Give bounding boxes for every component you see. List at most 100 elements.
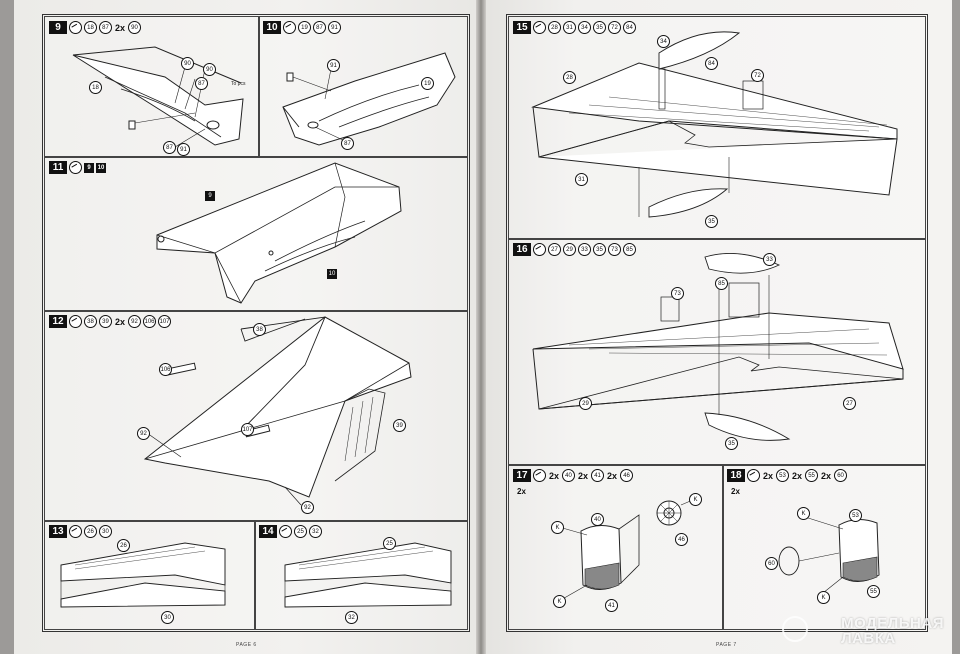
step-9: 9 18 87 2x 90 18 90 90 87 87 91 To pcs (44, 16, 260, 158)
part-callout: 92 (137, 427, 150, 440)
multiplier: 2x (115, 316, 126, 327)
part-callout: 25 (383, 537, 396, 550)
part-callout: 60 (834, 469, 848, 482)
glue-icon (69, 525, 82, 538)
step-9-drawing (72, 46, 244, 148)
part-callout: 18 (84, 21, 97, 34)
step-number: 12 (49, 315, 67, 328)
step-14-drawing (284, 542, 452, 608)
part-callout: K (551, 521, 564, 534)
glue-icon (283, 21, 296, 34)
watermark-line-2: ЛАВКА (841, 630, 896, 647)
step-quantity: 2x (731, 487, 740, 496)
multiplier: 2x (821, 470, 832, 481)
part-callout: 27 (548, 243, 561, 256)
step-reference: 9 (205, 191, 215, 201)
shop-logo-icon (782, 616, 808, 642)
part-callout: 90 (181, 57, 194, 70)
part-callout: 38 (84, 315, 97, 328)
step-11: 11 9 10 9 10 (44, 156, 468, 312)
glue-icon (747, 469, 760, 482)
glue-icon (533, 21, 546, 34)
shop-watermark: МОДЕЛЬНАЯ ЛАВКА (841, 616, 944, 646)
part-callout: 106 (159, 363, 172, 376)
step-10-drawing (282, 52, 456, 146)
step-number: 14 (259, 525, 277, 538)
part-callout: 18 (89, 81, 102, 94)
glue-icon (69, 315, 82, 328)
part-callout: K (689, 493, 702, 506)
part-callout: 87 (341, 137, 354, 150)
part-callout: 27 (843, 397, 856, 410)
step-10-header: 10 19 87 91 (263, 21, 341, 34)
part-callout: 53 (849, 509, 862, 522)
step-18-header: 18 2x 53 2x 55 2x 60 (727, 469, 848, 482)
part-callout: 106 (143, 315, 157, 328)
part-callout: 29 (579, 397, 592, 410)
part-callout: 38 (253, 323, 266, 336)
step-18: 18 2x 53 2x 55 2x 60 2x K 53 60 55 K (722, 464, 926, 630)
part-callout: 33 (578, 243, 591, 256)
step-10: 10 19 87 91 19 91 87 (258, 16, 468, 158)
part-callout: 55 (805, 469, 819, 482)
page-number-left: PAGE 6 (236, 642, 257, 648)
part-callout: 35 (593, 21, 606, 34)
part-callout: 92 (128, 315, 142, 328)
part-callout: 30 (99, 525, 112, 538)
part-callout: 26 (84, 525, 97, 538)
step-12-header: 12 38 39 2x 92 106 107 (49, 315, 172, 328)
step-number: 15 (513, 21, 531, 34)
part-callout: 19 (298, 21, 311, 34)
watermark-line-1: МОДЕЛЬНАЯ (841, 615, 944, 632)
step-11-header: 11 9 10 (49, 161, 106, 174)
part-callout: 53 (776, 469, 790, 482)
part-callout: K (797, 507, 810, 520)
multiplier: 2x (763, 470, 774, 481)
step-reference: 10 (96, 162, 106, 173)
part-callout: 30 (161, 611, 174, 624)
step-reference: 10 (327, 269, 337, 279)
part-callout: 87 (99, 21, 112, 34)
part-callout: 34 (657, 35, 670, 48)
part-callout: 72 (608, 21, 621, 34)
step-15: 15 28 31 34 35 72 84 34 84 72 28 31 35 (508, 16, 926, 240)
glue-icon (69, 161, 82, 174)
part-callout: 107 (241, 423, 254, 436)
step-15-drawing (531, 31, 898, 218)
part-callout: 107 (158, 315, 172, 328)
part-callout: 90 (128, 21, 142, 34)
step-reference: 9 (84, 162, 94, 173)
part-callout: 46 (620, 469, 634, 482)
part-callout: 31 (575, 173, 588, 186)
part-callout: 28 (548, 21, 561, 34)
part-callout: 46 (675, 533, 688, 546)
multiplier: 2x (549, 470, 560, 481)
part-callout: 91 (177, 143, 190, 156)
part-callout: 35 (725, 437, 738, 450)
multiplier: 2x (792, 470, 803, 481)
multiplier: 2x (607, 470, 618, 481)
step-18-drawing (778, 516, 880, 594)
step-12: 12 38 39 2x 92 106 107 38 106 107 92 39 … (44, 310, 468, 522)
step-13: 13 26 30 26 30 (44, 520, 256, 630)
part-callout: 73 (671, 287, 684, 300)
part-callout: 87 (195, 77, 208, 90)
part-callout: 91 (328, 21, 341, 34)
part-callout: 33 (763, 253, 776, 266)
part-callout: 72 (751, 69, 764, 82)
part-callout: 87 (163, 141, 176, 154)
part-callout: 34 (578, 21, 591, 34)
part-callout: 26 (117, 539, 130, 552)
part-callout: 40 (562, 469, 576, 482)
step-number: 10 (263, 21, 281, 34)
step-16-header: 16 27 29 33 35 73 85 (513, 243, 636, 256)
part-callout: 41 (591, 469, 605, 482)
step-number: 11 (49, 161, 67, 174)
step-14-header: 14 25 32 (259, 525, 322, 538)
part-callout: K (817, 591, 830, 604)
annotation-note: To pcs (231, 81, 246, 87)
step-13-header: 13 26 30 (49, 525, 112, 538)
part-callout: 25 (294, 525, 307, 538)
part-callout: 19 (421, 77, 434, 90)
part-callout: 91 (327, 59, 340, 72)
